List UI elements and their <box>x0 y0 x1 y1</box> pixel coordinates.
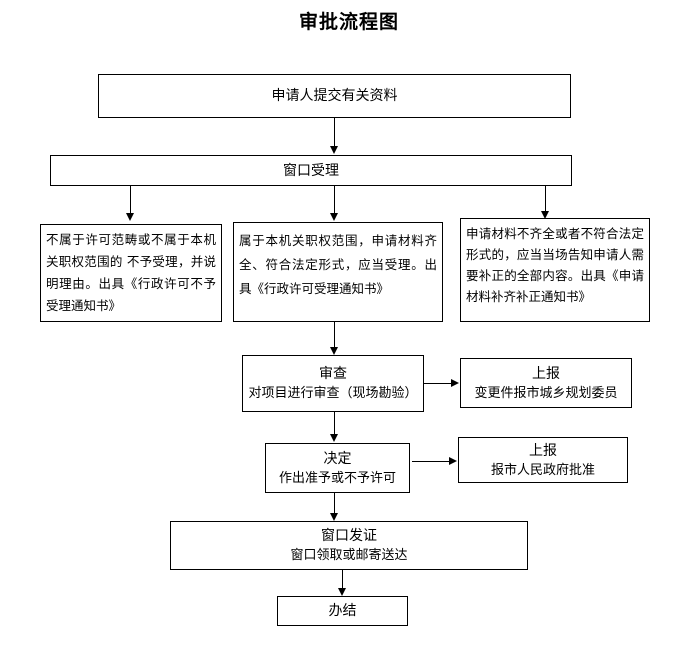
node-issue-license-sublabel: 窗口领取或邮寄送达 <box>290 548 408 563</box>
node-branch-not-accepted-text: 不属于许可范畴或不属于本机关职权范围的 不予受理，并说明理由。出具《行政许可不予… <box>46 232 216 313</box>
node-window-acceptance[interactable]: 窗口受理 <box>50 155 572 186</box>
arrowhead-decision-to-report-government <box>449 457 457 465</box>
connector-issue-to-complete <box>342 570 343 588</box>
node-report-planning-committee[interactable]: 上报 变更件报市城乡规划委员 <box>460 358 632 408</box>
node-branch-supplement-text: 申请材料不齐全或者不符合法定形式的，应当当场告知申请人需要补正的全部内容。出具《… <box>466 226 644 304</box>
node-complete-label: 办结 <box>328 603 357 619</box>
node-report-planning-committee-label: 上报 <box>532 365 560 382</box>
node-report-municipal-government-label: 上报 <box>529 442 557 459</box>
node-submit-materials-label: 申请人提交有关资料 <box>271 88 398 104</box>
arrowhead-review-to-decision <box>330 434 338 442</box>
connector-window-to-reject <box>130 186 131 214</box>
arrowhead-submit-to-window <box>330 146 338 154</box>
node-issue-license[interactable]: 窗口发证 窗口领取或邮寄送达 <box>170 521 528 570</box>
node-complete[interactable]: 办结 <box>277 596 408 626</box>
arrowhead-window-to-supplement <box>541 211 549 219</box>
connector-window-to-accept <box>334 186 335 214</box>
arrowhead-window-to-accept <box>330 213 338 221</box>
arrowhead-review-to-report-planning <box>451 379 459 387</box>
page-title: 审批流程图 <box>298 11 399 33</box>
node-branch-supplement[interactable]: 申请材料不齐全或者不符合法定形式的，应当当场告知申请人需要补正的全部内容。出具《… <box>460 218 650 322</box>
node-report-municipal-government[interactable]: 上报 报市人民政府批准 <box>458 437 628 483</box>
arrowhead-decision-to-issue <box>330 513 338 521</box>
node-decision-label: 决定 <box>323 450 352 467</box>
node-decision[interactable]: 决定 作出准予或不予许可 <box>265 443 410 493</box>
node-decision-sublabel: 作出准予或不予许可 <box>278 470 396 486</box>
connector-decision-to-issue <box>334 493 335 514</box>
node-review[interactable]: 审查 对项目进行审查（现场勘验） <box>242 355 424 412</box>
node-branch-accepted[interactable]: 属于本机关职权范围，申请材料齐全、符合法定形式，应当受理。出具《行政许可受理通知… <box>233 222 443 322</box>
node-branch-not-accepted[interactable]: 不属于许可范畴或不属于本机关职权范围的 不予受理，并说明理由。出具《行政许可不予… <box>40 224 222 322</box>
node-review-label: 审查 <box>319 366 347 382</box>
arrowhead-window-to-reject <box>126 213 134 221</box>
connector-window-to-supplement <box>545 186 546 212</box>
connector-decision-to-report-government <box>412 461 450 462</box>
arrowhead-accept-to-review <box>330 347 338 355</box>
connector-review-to-report-planning <box>424 383 452 384</box>
connector-accept-to-review <box>334 322 335 348</box>
node-submit-materials[interactable]: 申请人提交有关资料 <box>98 74 571 118</box>
connector-submit-to-window <box>334 118 335 147</box>
node-issue-license-label: 窗口发证 <box>321 528 377 544</box>
connector-review-to-decision <box>334 412 335 435</box>
node-review-sublabel: 对项目进行审查（现场勘验） <box>248 386 418 401</box>
node-report-municipal-government-sublabel: 报市人民政府批准 <box>490 462 595 478</box>
node-report-planning-committee-sublabel: 变更件报市城乡规划委员 <box>474 385 618 401</box>
arrowhead-issue-to-complete <box>338 588 346 596</box>
node-branch-accepted-text: 属于本机关职权范围，申请材料齐全、符合法定形式，应当受理。出具《行政许可受理通知… <box>239 233 437 296</box>
node-window-acceptance-label: 窗口受理 <box>283 162 339 179</box>
